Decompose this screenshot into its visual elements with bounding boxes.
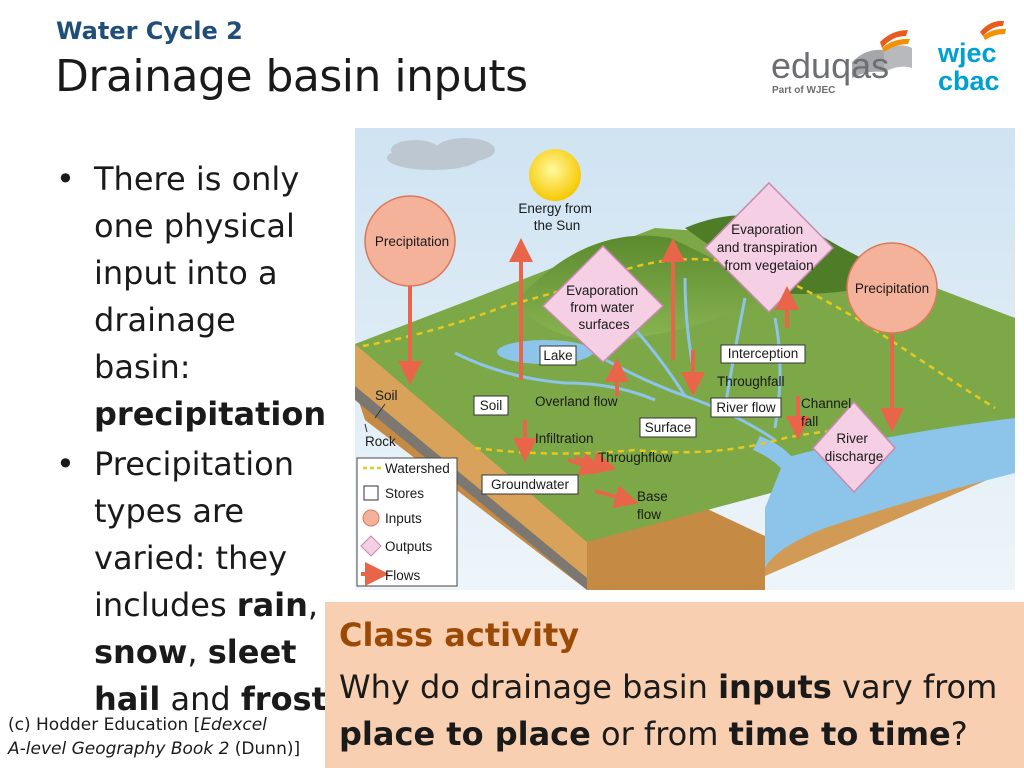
class-activity-heading: Class activity [339, 616, 580, 654]
wjec-wordmark: wjec [937, 38, 997, 68]
sun-label: Energy from the Sun [518, 201, 595, 233]
svg-text:River discharge: River discharge [825, 431, 884, 464]
bullet-item: • There is only one physical input into … [56, 156, 328, 438]
eduqas-tagline: Part of WJEC [772, 85, 835, 96]
svg-text:Evaporation from water: Evaporation from water surfaces [566, 283, 642, 332]
legend-outputs-label: Outputs [385, 539, 433, 554]
bullet-list: • There is only one physical input into … [56, 156, 328, 726]
eduqas-logo: eduqas Part of WJEC [771, 30, 912, 96]
store-surface: Surface [639, 417, 697, 438]
store-river-flow: River flow [710, 397, 782, 418]
output-river-discharge: River discharge [811, 400, 897, 494]
watershed-line-low [474, 428, 876, 455]
wjec-logo: wjec cbac [937, 20, 1006, 96]
bullet-icon: • [56, 160, 75, 198]
legend-watershed-label: Watershed [385, 461, 450, 476]
watershed-line [362, 257, 996, 410]
strata-pointer-soil [374, 403, 386, 419]
bullet-emphasis: precipitation [94, 395, 327, 433]
sun-icon [529, 149, 581, 201]
legend-flows-label: Flows [385, 568, 421, 583]
input-precipitation-right: Precipitation [846, 242, 938, 334]
svg-text:Evaporation and transpir: Evaporation and transpiration from veget… [717, 222, 821, 273]
svg-text:Surface: Surface [645, 420, 692, 435]
drainage-basin-diagram: Energy from the Sun Precipitation Precip… [355, 128, 1015, 590]
flow-label-overland: Overland flow [535, 394, 618, 409]
input-precipitation-left: Precipitation [364, 195, 456, 287]
output-evaporation-water: Evaporation from water surfaces [541, 244, 665, 364]
cloud-icon [387, 138, 495, 170]
svg-text:River flow: River flow [716, 400, 776, 415]
book-icon [852, 30, 912, 78]
store-soil: Soil [473, 395, 509, 416]
cbac-wordmark: cbac [938, 66, 1000, 96]
eduqas-wordmark: eduqas [771, 45, 889, 86]
flow-label-base-flow: Base flow [637, 489, 672, 522]
bullet-icon: • [56, 445, 75, 483]
store-groundwater: Groundwater [481, 474, 579, 495]
legend-stores-label: Stores [385, 486, 424, 501]
flow-label-throughflow: Throughflow [598, 450, 673, 465]
svg-text:Lake: Lake [543, 348, 572, 363]
bullet-item: • Precipitation types are varied: they i… [56, 441, 328, 723]
class-activity-box: Class activity Why do drainage basin inp… [325, 602, 1024, 768]
store-lake: Lake [539, 345, 577, 366]
svg-text:Precipitation: Precipitation [855, 281, 929, 296]
bullet-text: Precipitation types are varied: they inc… [94, 445, 327, 718]
legend-outputs-swatch [360, 535, 382, 557]
flow-label-throughfall-top: Throughfall [717, 374, 785, 389]
flow-label-infiltration: Infiltration [535, 431, 594, 446]
svg-text:Precipitation: Precipitation [375, 234, 449, 249]
legend: Watershed Stores Inputs Outputs Flows [356, 457, 458, 587]
bullet-text: There is only one physical input into a … [94, 160, 300, 386]
legend-stores-swatch [363, 485, 379, 501]
page-title: Drainage basin inputs [55, 51, 528, 102]
class-activity-question: Why do drainage basin inputs vary from p… [339, 668, 998, 753]
legend-inputs-label: Inputs [385, 511, 422, 526]
svg-text:Soil: Soil [480, 398, 503, 413]
output-evapotranspiration: Evaporation and transpiration from veget… [703, 181, 835, 314]
store-interception: Interception [720, 344, 806, 364]
image-credit: (c) Hodder Education [Edexcel A-level Ge… [8, 715, 301, 759]
book-icon [980, 20, 1006, 40]
legend-inputs-swatch [362, 509, 380, 527]
flow-arrows [398, 238, 904, 509]
svg-text:Groundwater: Groundwater [491, 477, 570, 492]
svg-text:Interception: Interception [728, 346, 799, 361]
flow-label-channel-fall: Channel fall [801, 396, 855, 429]
strata-label-rock: Rock [365, 434, 396, 449]
strata-label-soil: Soil [375, 388, 398, 403]
section-subtitle: Water Cycle 2 [56, 17, 243, 45]
strata-pointer-rock [364, 423, 368, 433]
